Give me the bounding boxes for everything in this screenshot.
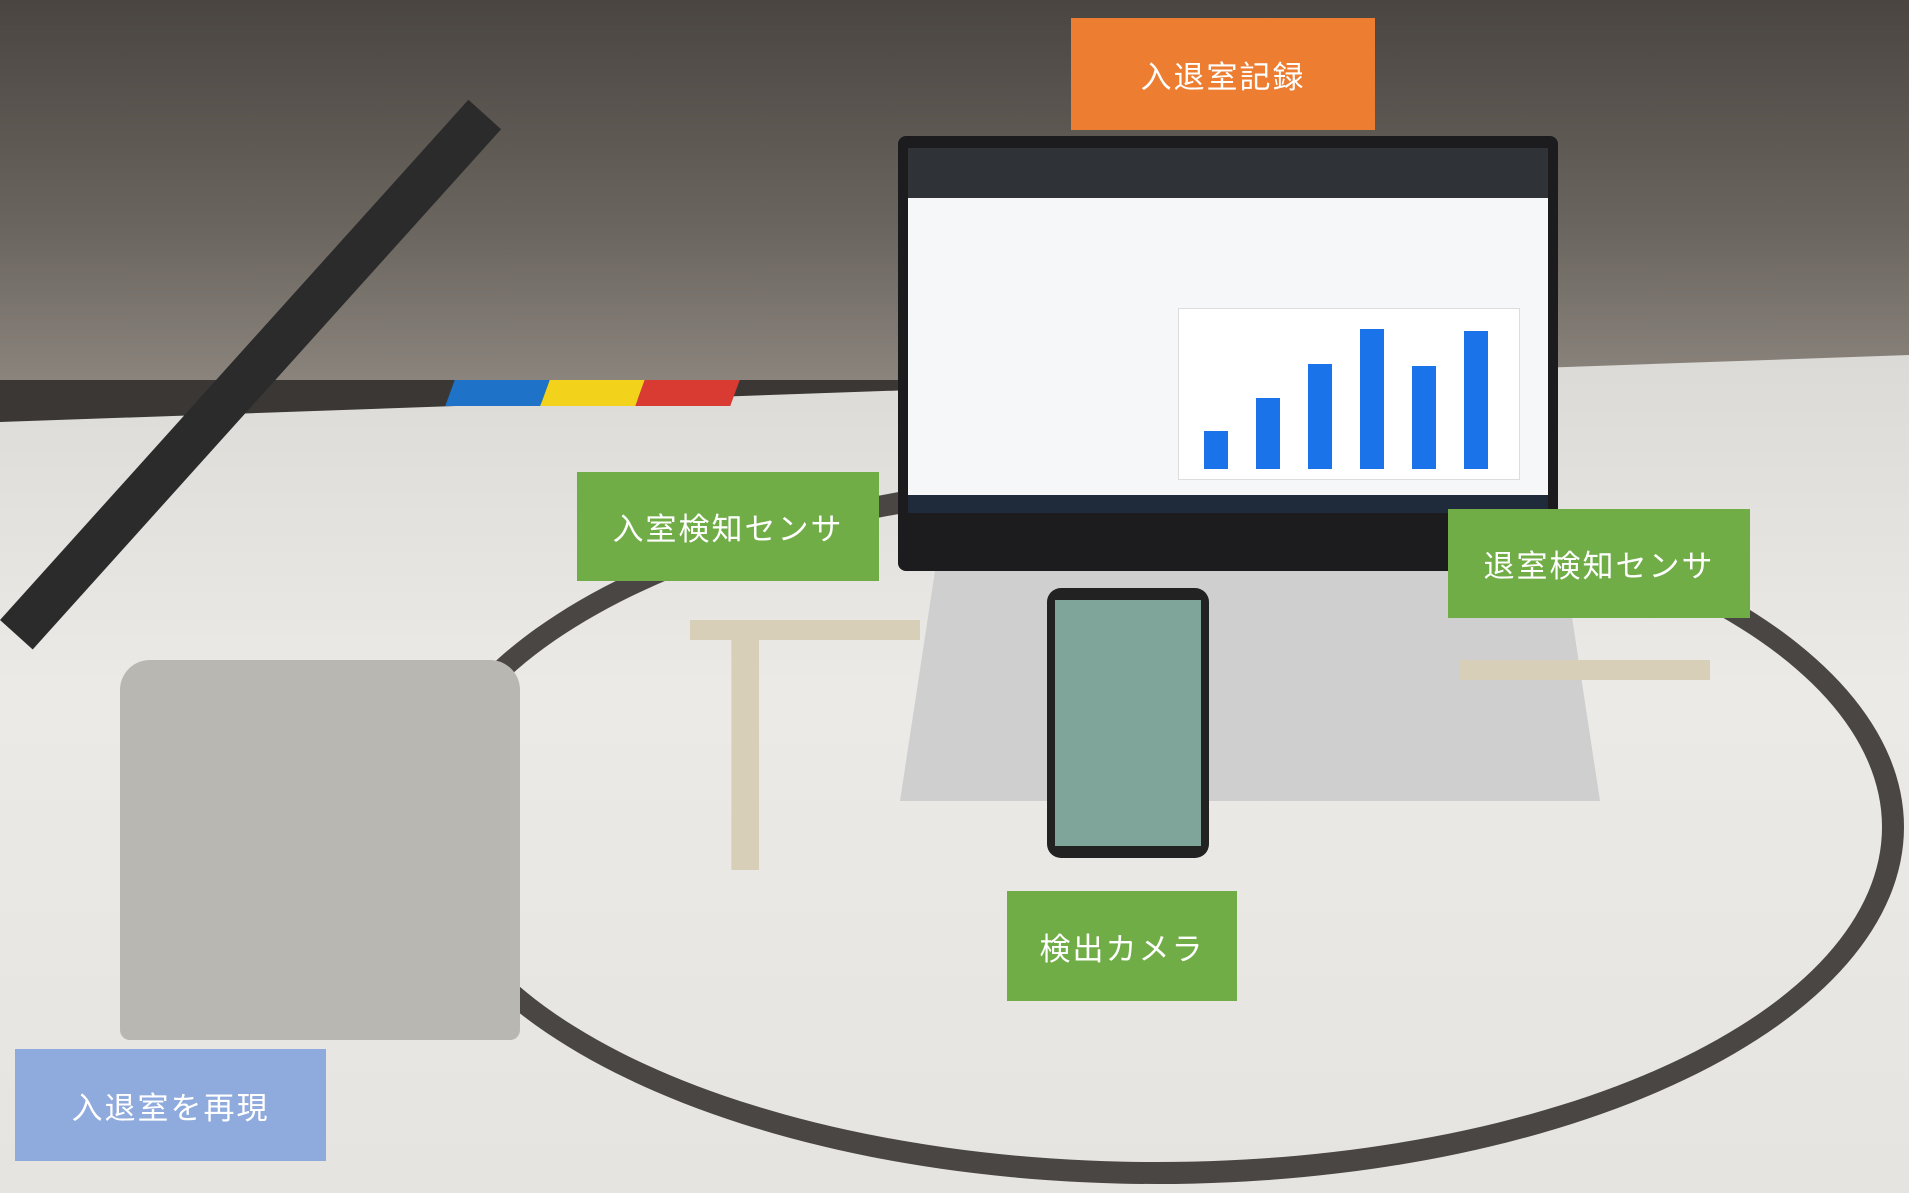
- chart-bar: [1360, 329, 1384, 469]
- color-strip-red: [635, 380, 740, 406]
- chart-bar: [1204, 430, 1228, 469]
- exit-sensor-stand: [1460, 660, 1710, 680]
- chart-bar: [1308, 363, 1332, 469]
- taskbar: [908, 495, 1548, 513]
- color-strip-blue: [445, 380, 550, 406]
- label-entry-exit-record: 入退室記録: [1071, 18, 1375, 130]
- browser-toolbar: [908, 148, 1548, 198]
- label-exit-sensor: 退室検知センサ: [1448, 509, 1750, 618]
- color-strip-yellow: [540, 380, 645, 406]
- chart-bar: [1256, 398, 1280, 469]
- smartphone-camera: [1047, 588, 1209, 858]
- label-entry-sensor: 入室検知センサ: [577, 472, 879, 581]
- lego-robot: [120, 660, 520, 1040]
- chart-bar: [1412, 366, 1436, 469]
- chart-bar: [1464, 331, 1488, 469]
- laptop: [898, 136, 1558, 571]
- spreadsheet-screen: [908, 148, 1548, 513]
- bar-chart: [1178, 308, 1520, 480]
- label-reproduce-entry-exit: 入退室を再現: [15, 1049, 326, 1161]
- label-detection-camera: 検出カメラ: [1007, 891, 1237, 1001]
